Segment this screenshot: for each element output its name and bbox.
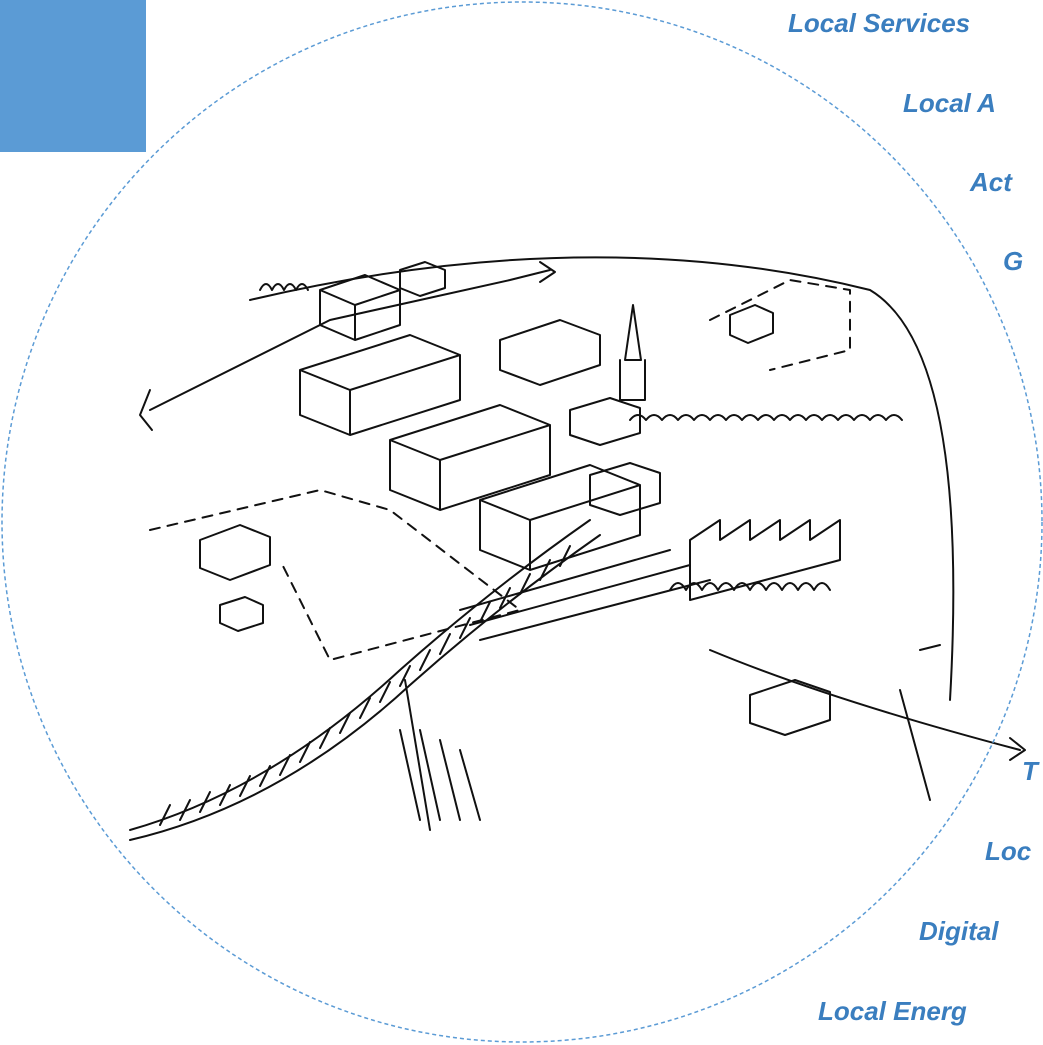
label-act: Act bbox=[970, 167, 1012, 197]
label-digital: Digital bbox=[919, 916, 999, 946]
label-local-services: Local Services bbox=[788, 8, 971, 38]
label-local-a: Local A bbox=[903, 88, 996, 118]
accent-block bbox=[0, 0, 146, 152]
label-g: G bbox=[1003, 246, 1024, 276]
village-sketch-illustration bbox=[129, 256, 1026, 841]
label-loc: Loc bbox=[985, 836, 1032, 866]
label-local-energ: Local Energ bbox=[818, 996, 967, 1026]
label-t: T bbox=[1022, 756, 1038, 786]
